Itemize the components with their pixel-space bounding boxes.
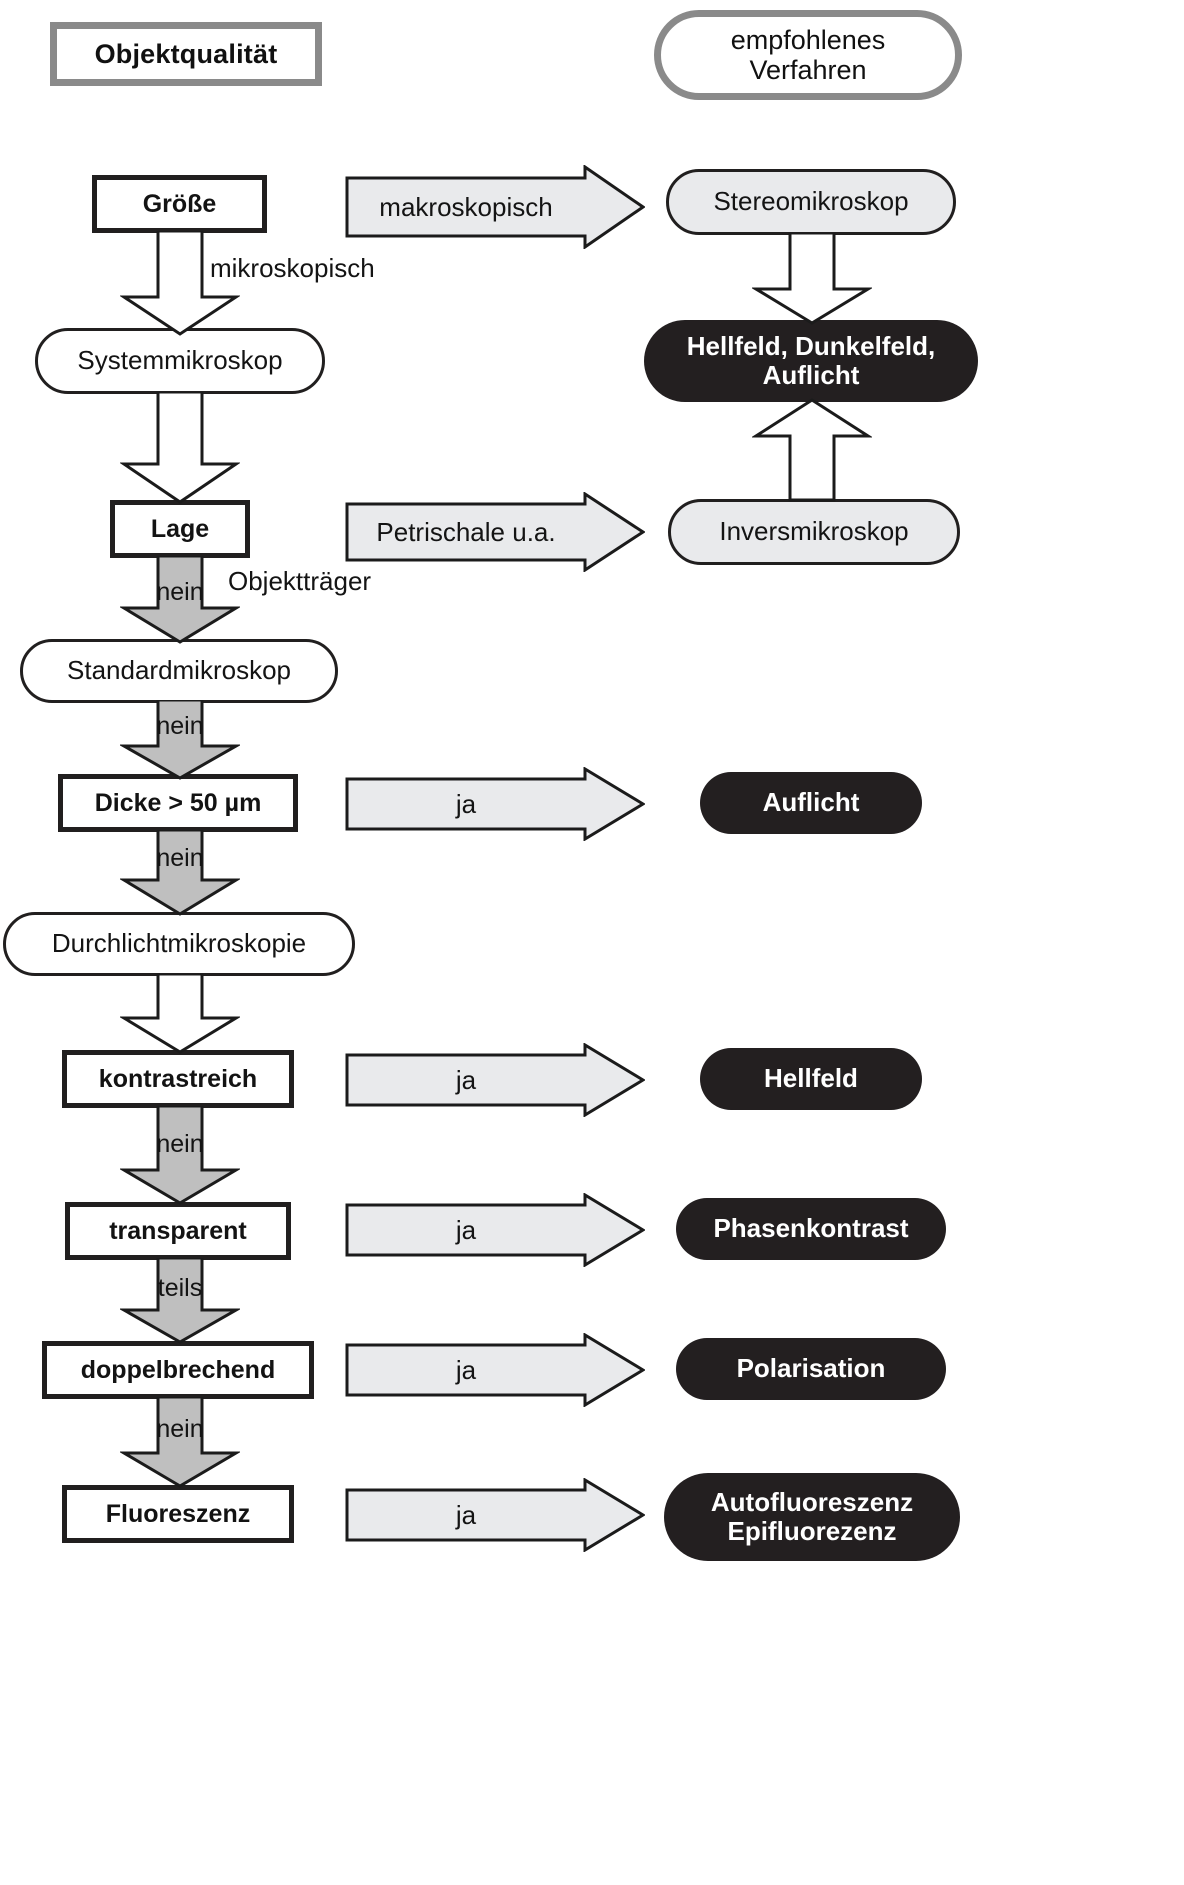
legend-empfohlenes-verfahren: empfohlenes Verfahren xyxy=(654,10,962,100)
decision-kontrastreich[interactable]: kontrastreich xyxy=(62,1050,294,1108)
decision-fluoreszenz-label: Fluoreszenz xyxy=(105,1500,251,1528)
arrow-standardmikroskop-to-dicke: nein xyxy=(120,700,240,780)
result-phasenkontrast-label: Phasenkontrast xyxy=(713,1213,909,1244)
legend-objektqualitaet: Objektqualität xyxy=(50,22,322,86)
arrow-kontrastreich-to-transparent: nein xyxy=(120,1106,240,1205)
arrow-systemmikroskop-to-lage xyxy=(120,392,240,504)
label-mikroskopisch: mikroskopisch xyxy=(210,253,375,283)
result-polarisation[interactable]: Polarisation xyxy=(676,1338,946,1400)
arrow-ja-fluoreszenz: ja xyxy=(345,1478,645,1552)
legend-objektqualitaet-label: Objektqualität xyxy=(94,38,278,69)
node-inversmikroskop-label: Inversmikroskop xyxy=(719,516,909,547)
decision-doppelbrechend-label: doppelbrechend xyxy=(80,1356,276,1384)
result-hda-line2: Auflicht xyxy=(762,360,860,390)
result-autofluoreszenz[interactable]: Autofluoreszenz Epifluorezenz xyxy=(664,1473,960,1561)
decision-fluoreszenz[interactable]: Fluoreszenz xyxy=(62,1485,294,1543)
arrow-makroskopisch: makroskopisch xyxy=(345,165,645,249)
result-hellfeld-label: Hellfeld xyxy=(764,1063,858,1094)
node-stereomikroskop[interactable]: Stereomikroskop xyxy=(666,169,956,235)
decision-lage[interactable]: Lage xyxy=(110,500,250,558)
node-standardmikroskop[interactable]: Standardmikroskop xyxy=(20,639,338,703)
arrow-dicke-to-durchlicht: nein xyxy=(120,830,240,916)
result-phasenkontrast[interactable]: Phasenkontrast xyxy=(676,1198,946,1260)
legend-verfahren-line2: Verfahren xyxy=(749,55,867,85)
node-durchlichtmikroskopie[interactable]: Durchlichtmikroskopie xyxy=(3,912,355,976)
arrow-ja-doppelbrechend: ja xyxy=(345,1333,645,1407)
arrow-doppelbrechend-to-fluoreszenz: nein xyxy=(120,1397,240,1488)
result-auflicht[interactable]: Auflicht xyxy=(700,772,922,834)
result-auflicht-label: Auflicht xyxy=(762,787,860,818)
node-stereomikroskop-label: Stereomikroskop xyxy=(713,186,909,217)
decision-dicke[interactable]: Dicke > 50 µm xyxy=(58,774,298,832)
node-inversmikroskop[interactable]: Inversmikroskop xyxy=(668,499,960,565)
decision-doppelbrechend[interactable]: doppelbrechend xyxy=(42,1341,314,1399)
decision-transparent[interactable]: transparent xyxy=(65,1202,291,1260)
arrow-inversmikroskop-to-hellfeld xyxy=(752,398,872,502)
node-standardmikroskop-label: Standardmikroskop xyxy=(67,655,291,686)
arrow-groesse-to-systemmikroskop xyxy=(120,231,240,336)
result-polarisation-label: Polarisation xyxy=(736,1353,886,1384)
label-objekttraeger: Objektträger xyxy=(228,566,372,596)
node-systemmikroskop-label: Systemmikroskop xyxy=(77,345,283,376)
arrow-ja-kontrastreich: ja xyxy=(345,1043,645,1117)
decision-dicke-label: Dicke > 50 µm xyxy=(94,789,262,817)
arrow-lage-to-standardmikroskop: nein xyxy=(120,556,240,644)
node-systemmikroskop[interactable]: Systemmikroskop xyxy=(35,328,325,394)
decision-lage-label: Lage xyxy=(150,515,210,543)
decision-groesse-label: Größe xyxy=(142,190,217,218)
result-autofluoreszenz-line1: Autofluoreszenz xyxy=(710,1486,914,1517)
arrow-stereomikroskop-to-hellfeld xyxy=(752,233,872,325)
arrow-ja-transparent: ja xyxy=(345,1193,645,1267)
arrow-transparent-to-doppelbrechend: teils xyxy=(120,1258,240,1344)
decision-kontrastreich-label: kontrastreich xyxy=(98,1065,258,1093)
arrow-durchlicht-to-kontrastreich xyxy=(120,974,240,1054)
arrow-petrischale: Petrischale u.a. xyxy=(345,492,645,572)
decision-groesse[interactable]: Größe xyxy=(92,175,267,233)
arrow-ja-dicke: ja xyxy=(345,767,645,841)
result-autofluoreszenz-line2: Epifluorezenz xyxy=(727,1516,897,1546)
result-hellfeld[interactable]: Hellfeld xyxy=(700,1048,922,1110)
legend-verfahren-line1: empfohlenes xyxy=(730,24,886,55)
result-hellfeld-dunkelfeld-auflicht[interactable]: Hellfeld, Dunkelfeld, Auflicht xyxy=(644,320,978,402)
node-durchlichtmikroskopie-label: Durchlichtmikroskopie xyxy=(51,928,307,959)
decision-transparent-label: transparent xyxy=(109,1217,247,1245)
result-hda-line1: Hellfeld, Dunkelfeld, xyxy=(686,330,936,361)
